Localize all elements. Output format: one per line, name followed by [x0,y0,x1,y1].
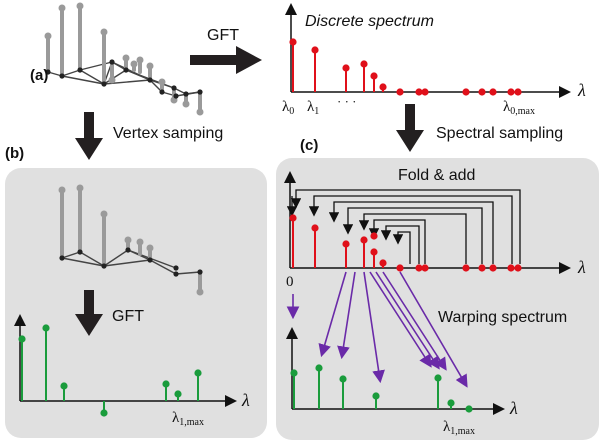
tick-lambda-1max-c: λ1,max [443,419,475,437]
warped-spectrum-plot [286,327,505,415]
label-gft-top: GFT [207,27,239,44]
spectral-sampling-arrow [396,104,424,152]
panel-c-background [276,158,599,440]
fold-add-plot [284,171,571,274]
tick-lambda-1: λ1 [307,99,319,117]
axis-lambda-c-bottom: λ [509,398,518,418]
tick-lambda-1max-b: λ1,max [172,410,204,428]
spectrum-b-plot [14,314,237,417]
label-spectral-sampling: Spectral sampling [436,125,563,142]
panel-b-background [5,168,267,438]
label-zero: 0 [286,274,294,290]
tick-lambda-0: λ0 [282,99,294,117]
gft-arrow-top [190,46,262,74]
axis-lambda-top: λ [577,80,586,100]
discrete-spectrum-plot [285,3,571,98]
graph-b [58,184,204,296]
tick-dots: · · · [337,94,357,109]
label-vertex-sampling: Vertex samping [113,125,223,142]
axis-lambda-c-top: λ [577,257,586,277]
axis-lambda-b: λ [241,390,250,410]
graph-a [44,2,204,116]
label-panel-a: (a) [30,67,48,84]
vertex-sampling-arrow [75,112,103,160]
label-discrete-spectrum: Discrete spectrum [305,13,434,30]
tick-lambda-0max: λ0,max [503,99,535,117]
label-fold-add: Fold & add [398,167,475,184]
label-panel-c: (c) [300,137,318,154]
label-gft-b: GFT [112,308,144,325]
warping-arrows [286,271,468,388]
gft-arrow-b [75,290,103,336]
label-panel-b: (b) [5,145,24,162]
label-warping-spectrum: Warping spectrum [438,309,567,326]
